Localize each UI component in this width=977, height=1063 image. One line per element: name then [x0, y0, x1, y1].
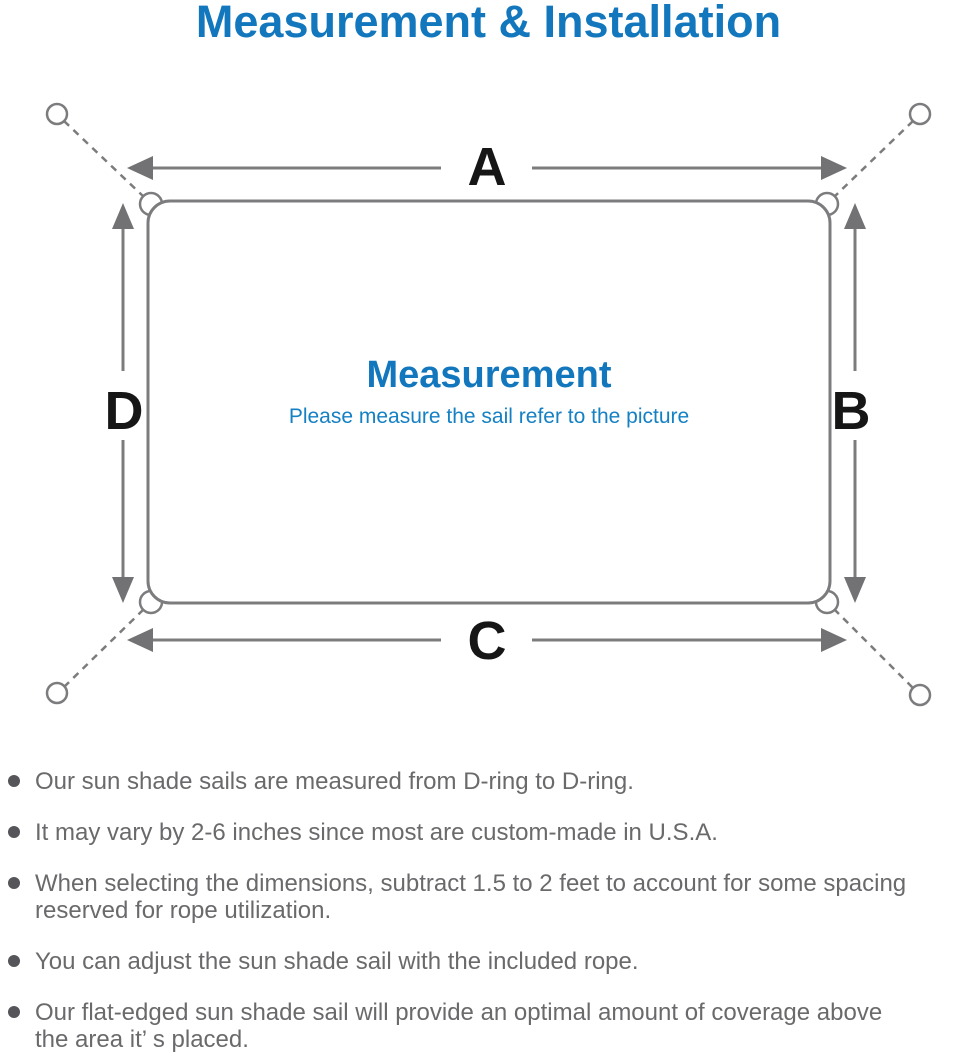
arrowhead-left-icon	[127, 156, 153, 180]
dimension-arrow-b	[844, 203, 866, 603]
arrowhead-down-icon	[844, 577, 866, 603]
diagram-heading: Measurement	[367, 354, 612, 396]
bullet-dot-icon	[8, 955, 20, 967]
page-title: Measurement & Installation	[195, 0, 782, 47]
note-item-5: Our flat-edged sun shade sail will provi…	[8, 999, 960, 1053]
anchor-point-icon	[45, 102, 69, 126]
note-item-3: When selecting the dimensions, subtract …	[8, 870, 960, 924]
arrowhead-down-icon	[112, 577, 134, 603]
note-text: It may vary by 2-6 inches since most are…	[35, 819, 718, 846]
diagram-subtext: Please measure the sail refer to the pic…	[289, 405, 689, 428]
arrowhead-up-icon	[112, 203, 134, 229]
arrowhead-right-icon	[821, 628, 847, 652]
anchor-point-icon	[908, 102, 932, 126]
anchor-point-icon	[908, 683, 932, 707]
bullet-dot-icon	[8, 775, 20, 787]
note-item-2: It may vary by 2-6 inches since most are…	[8, 819, 960, 846]
dimension-label-b: B	[832, 381, 871, 441]
note-text: the area it’ s placed.	[35, 1026, 249, 1053]
note-text: You can adjust the sun shade sail with t…	[35, 948, 639, 975]
rope-line-top-left	[63, 120, 145, 198]
dimension-label-c: C	[468, 611, 507, 671]
rope-dashed-lines	[63, 120, 914, 689]
rope-line-top-right	[833, 120, 914, 198]
notes-list: Our sun shade sails are measured from D-…	[8, 768, 960, 1063]
note-text: Our flat-edged sun shade sail will provi…	[35, 999, 883, 1026]
rope-line-bottom-right	[833, 608, 914, 689]
bullet-dot-icon	[8, 826, 20, 838]
bullet-dot-icon	[8, 877, 20, 889]
note-text: When selecting the dimensions, subtract …	[35, 870, 907, 897]
arrowhead-up-icon	[844, 203, 866, 229]
dimension-label-d: D	[105, 381, 144, 441]
bullet-dot-icon	[8, 1006, 20, 1018]
note-text: Our sun shade sails are measured from D-…	[35, 768, 634, 795]
note-text: reserved for rope utilization.	[35, 897, 332, 924]
dimension-arrow-c	[127, 628, 847, 652]
rope-line-bottom-left	[63, 608, 145, 688]
dimension-arrow-a	[127, 156, 847, 180]
note-item-4: You can adjust the sun shade sail with t…	[8, 948, 960, 975]
dimension-label-a: A	[468, 137, 507, 197]
anchor-point-icon	[45, 681, 69, 705]
arrowhead-right-icon	[821, 156, 847, 180]
shade-sail-outline	[146, 199, 832, 605]
anchor-points	[45, 102, 932, 707]
arrowhead-left-icon	[127, 628, 153, 652]
dimension-arrow-d	[112, 203, 134, 603]
note-item-1: Our sun shade sails are measured from D-…	[8, 768, 960, 795]
